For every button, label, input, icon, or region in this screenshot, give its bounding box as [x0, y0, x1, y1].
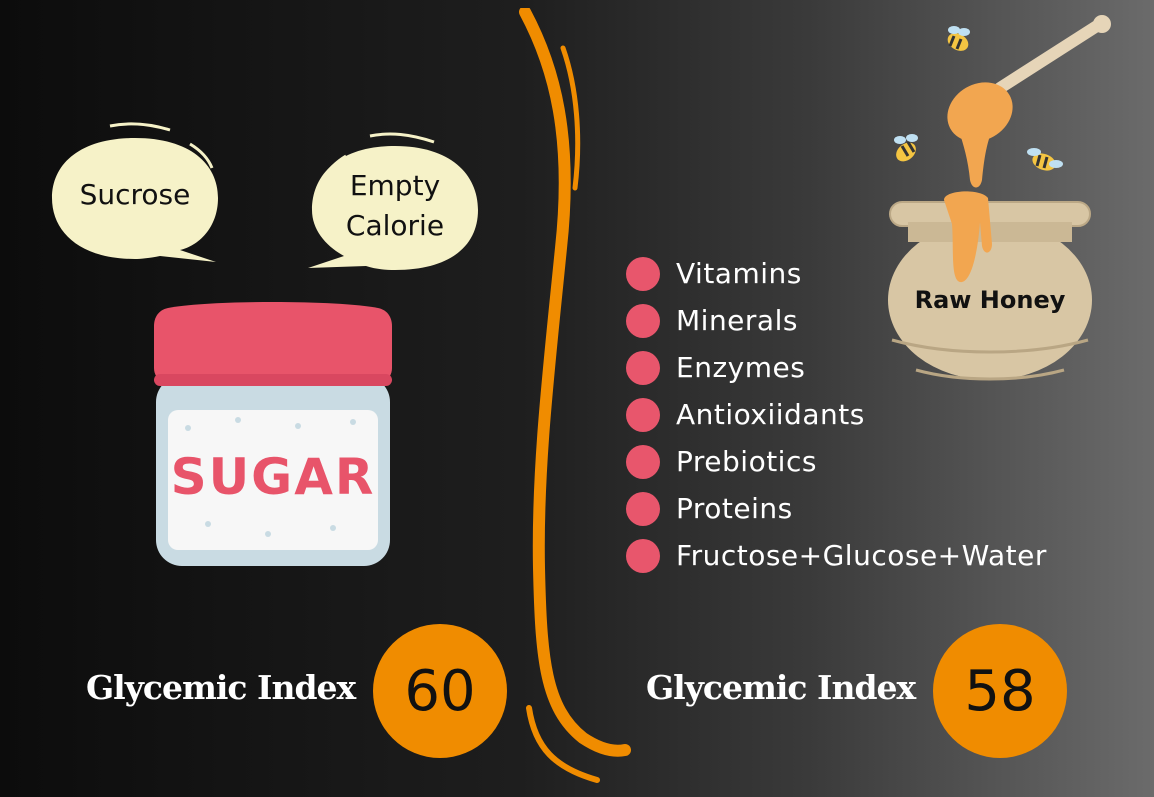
list-item: Vitamins: [626, 250, 1047, 297]
bee-icon: [947, 26, 970, 51]
bullet-dot: [626, 303, 660, 338]
benefit-label: Antioxiidants: [676, 398, 865, 431]
bubble-text-sucrose: Sucrose: [79, 178, 191, 211]
empty-calorie-bubble: Empty Calorie: [300, 130, 490, 280]
bullet-dot: [626, 256, 660, 291]
honey-pot-illustration: Raw Honey: [860, 10, 1120, 390]
honey-pot-label: Raw Honey: [914, 286, 1066, 314]
honey-dipper-icon: [994, 18, 1106, 94]
list-item: Antioxiidants: [626, 391, 1047, 438]
bullet-dot: [626, 350, 660, 385]
divider-drip: [519, 8, 631, 783]
honey-gi-label: Glycemic Index: [646, 668, 916, 707]
list-item: Proteins: [626, 485, 1047, 532]
bee-icon: [1027, 148, 1063, 171]
benefit-label: Minerals: [676, 304, 798, 337]
sugar-gi-label: Glycemic Index: [86, 668, 356, 707]
bullet-dot: [626, 444, 660, 479]
bullet-dot: [626, 491, 660, 526]
bubble-text-empty-calorie: Empty Calorie: [345, 169, 445, 242]
benefit-label: Enzymes: [676, 351, 806, 384]
benefit-label: Fructose+Glucose+Water: [676, 539, 1047, 572]
benefit-label: Vitamins: [676, 257, 802, 290]
sugar-jar-label: SUGAR: [170, 448, 376, 506]
sugar-jar: SUGAR: [148, 298, 398, 578]
bullet-dot: [626, 538, 660, 573]
list-item: Fructose+Glucose+Water: [626, 532, 1047, 579]
bullet-dot: [626, 397, 660, 432]
list-item: Prebiotics: [626, 438, 1047, 485]
list-item: Enzymes: [626, 344, 1047, 391]
sucrose-bubble: Sucrose: [40, 120, 230, 270]
honey-benefits-list: Vitamins Minerals Enzymes Antioxiidants …: [626, 250, 1047, 579]
speech-bubble-shape: [308, 132, 478, 270]
list-item: Minerals: [626, 297, 1047, 344]
honey-gi-value: 58: [933, 624, 1067, 758]
sugar-gi-value: 60: [373, 624, 507, 758]
benefit-label: Prebiotics: [676, 445, 817, 478]
speech-bubble-shape: [52, 122, 218, 262]
benefit-label: Proteins: [676, 492, 793, 525]
bee-icon: [894, 134, 918, 162]
